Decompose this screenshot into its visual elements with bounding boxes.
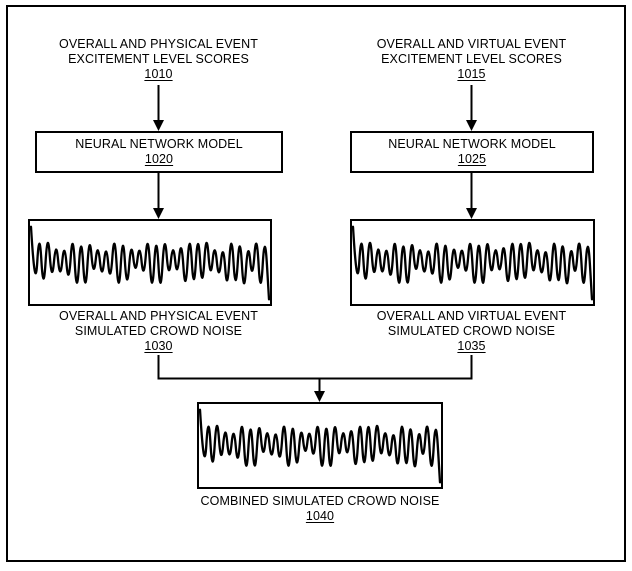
waveform-box-physical [28,219,272,306]
ref-number: 1020 [144,152,174,166]
input-label-virtual-scores: OVERALL AND VIRTUAL EVENT EXCITEMENT LEV… [361,37,582,82]
crowd-noise-waveform [352,225,593,301]
label-line: COMBINED SIMULATED CROWD NOISE [200,494,440,508]
label-line: OVERALL AND VIRTUAL EVENT [376,309,567,323]
crowd-noise-waveform [199,408,441,484]
label-line: EXCITEMENT LEVEL SCORES [381,52,562,66]
ref-number: 1010 [144,67,173,81]
label-line: OVERALL AND PHYSICAL EVENT [59,309,258,323]
output-label-virtual-noise: OVERALL AND VIRTUAL EVENT SIMULATED CROW… [361,309,582,354]
ref-number: 1035 [457,339,486,353]
nn-model-label: NEURAL NETWORK MODEL [75,137,243,151]
input-label-physical-scores: OVERALL AND PHYSICAL EVENT EXCITEMENT LE… [48,37,269,82]
waveform-box-combined [197,402,443,489]
nn-model-label: NEURAL NETWORK MODEL [388,137,556,151]
label-line: OVERALL AND VIRTUAL EVENT [376,37,567,51]
output-label-physical-noise: OVERALL AND PHYSICAL EVENT SIMULATED CRO… [48,309,269,354]
ref-number: 1040 [305,509,335,523]
label-line: EXCITEMENT LEVEL SCORES [68,52,249,66]
combined-noise-label: COMBINED SIMULATED CROWD NOISE 1040 [190,494,450,524]
label-line: OVERALL AND PHYSICAL EVENT [59,37,258,51]
ref-number: 1025 [457,152,487,166]
nn-model-box-right: NEURAL NETWORK MODEL 1025 [350,131,594,173]
figure-border [6,5,626,562]
nn-model-box-left: NEURAL NETWORK MODEL 1020 [35,131,283,173]
waveform-box-virtual [350,219,595,306]
label-line: SIMULATED CROWD NOISE [387,324,556,338]
ref-number: 1015 [457,67,486,81]
label-line: SIMULATED CROWD NOISE [74,324,243,338]
crowd-noise-waveform [30,225,270,301]
ref-number: 1030 [144,339,173,353]
